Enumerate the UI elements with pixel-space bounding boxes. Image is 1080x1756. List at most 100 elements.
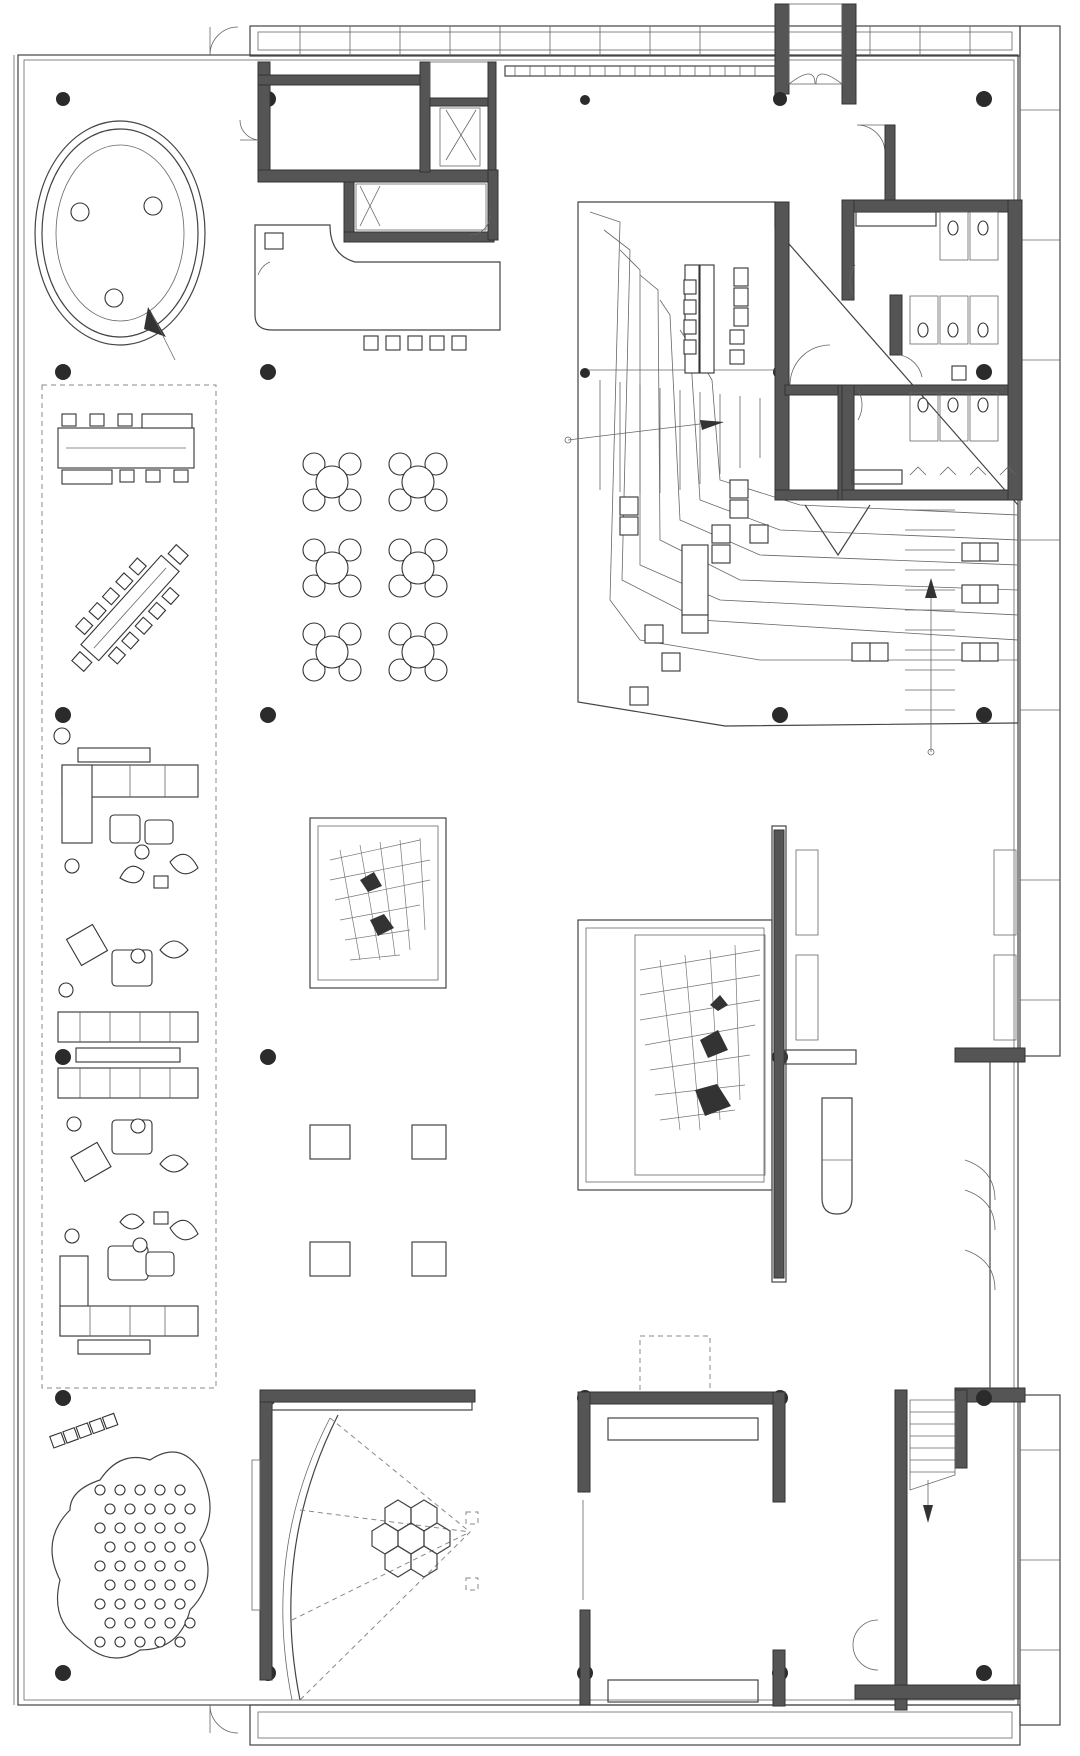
square-pedestals [309, 1124, 447, 1277]
door-swing-icon [849, 264, 863, 421]
chair [302, 658, 326, 682]
round-table [315, 551, 349, 585]
arrow-icon [144, 307, 166, 337]
stage-outline [804, 504, 871, 557]
play-seat [174, 1560, 186, 1572]
play-seat [164, 1503, 176, 1515]
round-table-set [388, 538, 448, 598]
play-seat [144, 1541, 156, 1553]
play-seat [164, 1617, 176, 1629]
chair [302, 622, 326, 646]
play-seat [104, 1579, 116, 1591]
bar-stool [451, 335, 467, 351]
bar-stool [429, 335, 445, 351]
play-seat [184, 1503, 196, 1515]
bar-stool [385, 335, 401, 351]
round-table-set [388, 452, 448, 512]
door-swing-icon [239, 119, 261, 141]
top-mullions [299, 26, 971, 56]
chair [424, 622, 448, 646]
door-swing-icon [788, 73, 843, 85]
lounge-zone-boundary [41, 384, 217, 1389]
entrance-wall-left [774, 3, 790, 95]
display-wall-arm [783, 1049, 857, 1065]
round-table [401, 635, 435, 669]
play-seat [124, 1503, 136, 1515]
play-seat [104, 1541, 116, 1553]
play-seat [124, 1541, 136, 1553]
column-icon [260, 1049, 276, 1065]
column-icon [56, 92, 70, 106]
chair [302, 488, 326, 512]
play-seat [134, 1484, 146, 1496]
play-seat [164, 1541, 176, 1553]
column-icon [55, 1049, 71, 1065]
chair [424, 538, 448, 562]
left-zone-furniture [53, 413, 199, 1355]
play-seat [154, 1598, 166, 1610]
side-entrance-wall [954, 1047, 1026, 1063]
column-icon [55, 707, 71, 723]
bar-stool [407, 335, 423, 351]
play-seat [94, 1636, 106, 1648]
round-table [315, 465, 349, 499]
play-seat [114, 1560, 126, 1572]
door-swing-icon [852, 1619, 879, 1671]
play-seat [94, 1560, 106, 1572]
chair [388, 658, 412, 682]
play-seat [184, 1579, 196, 1591]
play-seat [114, 1598, 126, 1610]
chair [388, 622, 412, 646]
play-seat [114, 1484, 126, 1496]
column-icon [580, 368, 590, 378]
bottom-curtain-wall-inner [257, 1711, 1013, 1739]
play-seat [94, 1598, 106, 1610]
column-icon [55, 1390, 71, 1406]
play-seat [94, 1484, 106, 1496]
column-icon [976, 91, 992, 107]
louver-strip [504, 65, 776, 77]
door-swing-icon [856, 124, 886, 154]
top-curtain-wall-inner [257, 31, 1013, 51]
stair-arrow-icon [923, 1505, 933, 1523]
stair-arrow-icon [925, 578, 937, 598]
round-table-set [302, 452, 362, 512]
play-seat [114, 1522, 126, 1534]
bench-row [49, 1412, 119, 1449]
column-icon [976, 1390, 992, 1406]
display-panel [795, 849, 819, 936]
service-block [239, 61, 501, 351]
chair [302, 538, 326, 562]
column-icon [773, 92, 787, 106]
play-seat [154, 1560, 166, 1572]
play-seat [104, 1617, 116, 1629]
round-table-set [302, 538, 362, 598]
column-icon [976, 1665, 992, 1681]
right-curtain-wall-upper [1019, 25, 1061, 1057]
door-swing-icon [899, 354, 923, 378]
play-area-outline [51, 1451, 211, 1659]
column-icon [976, 364, 992, 380]
map-panel-small [309, 817, 447, 989]
play-seat [134, 1560, 146, 1572]
entrance-wall-right [841, 3, 857, 105]
chair [338, 452, 362, 476]
round-table-set [388, 622, 448, 682]
right-mullions [1020, 109, 1060, 1651]
chair [424, 658, 448, 682]
building-inner-outline [23, 59, 1015, 1701]
arrow-icon [700, 420, 724, 430]
hexagon-cluster [371, 1499, 451, 1578]
display-panel [993, 849, 1017, 936]
chair [338, 538, 362, 562]
play-seat [94, 1522, 106, 1534]
screening-room [251, 1389, 479, 1701]
column-icon [55, 1665, 71, 1681]
column-icon [580, 95, 590, 105]
play-seat [124, 1579, 136, 1591]
play-seat [104, 1503, 116, 1515]
play-seat [164, 1579, 176, 1591]
play-seat [174, 1484, 186, 1496]
map-panel-large [577, 919, 773, 1191]
